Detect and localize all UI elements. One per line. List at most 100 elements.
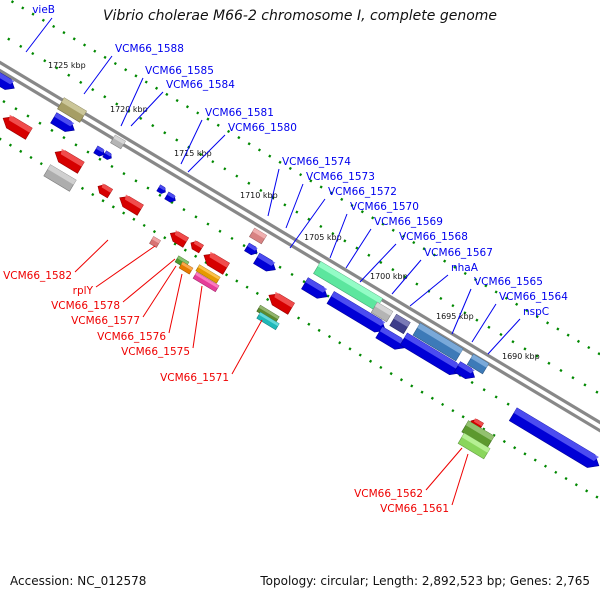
tick-mark: [415, 282, 419, 286]
map-title: Vibrio cholerae M66-2 chromosome I, comp…: [102, 8, 498, 24]
tick-mark: [19, 149, 23, 153]
feature-VCM66_1570-highlight: [305, 277, 328, 293]
tick-mark: [255, 291, 259, 295]
tick-mark: [14, 107, 18, 111]
leader-line: [289, 198, 326, 249]
tick-mark: [574, 483, 578, 487]
tick-mark: [295, 210, 299, 214]
tick-mark: [473, 277, 478, 282]
tick-mark: [52, 24, 56, 29]
tick-mark: [103, 95, 107, 99]
feature-VCM66_1575-highlight: [195, 272, 219, 289]
feature-VCM66_1582-highlight: [152, 236, 161, 244]
leader-line: [487, 318, 521, 355]
feature-VCM66_1576: [195, 264, 221, 284]
tick-mark: [8, 143, 13, 147]
feature-nhaA: [375, 326, 406, 350]
leader-line: [168, 273, 183, 334]
feature-nspC: [453, 361, 475, 380]
gene-label: VCM66_1576: [97, 331, 166, 343]
tick-mark: [533, 458, 537, 462]
tick-mark: [211, 160, 215, 164]
tick-mark: [2, 99, 6, 104]
gene-label: VCM66_1575: [121, 346, 190, 358]
feature-VCM66_1573: [244, 242, 258, 256]
leader-line: [471, 303, 497, 343]
feature-VCM66_1561: [457, 432, 491, 460]
feature-layer: [0, 72, 600, 468]
tick-mark: [247, 142, 251, 146]
tick-mark: [124, 68, 128, 72]
tick-mark: [111, 205, 115, 209]
accession-text: Accession: NC_012578: [10, 574, 147, 588]
tick-mark: [91, 87, 95, 92]
tick-mark: [7, 37, 11, 41]
tick-mark: [62, 31, 66, 35]
tick-mark: [134, 74, 138, 78]
gene-label: VCM66_1577: [71, 315, 140, 327]
tick-mark: [257, 148, 262, 152]
tick-mark: [453, 265, 457, 269]
feature-VCM66_1584b-highlight: [104, 150, 112, 157]
tick-mark: [340, 197, 344, 201]
tick-mark: [439, 296, 443, 301]
tick-mark: [80, 186, 85, 190]
tick-mark: [410, 384, 414, 388]
tick-mark: [494, 290, 498, 294]
tick-mark: [564, 476, 568, 481]
tick-mark: [545, 321, 550, 325]
tick-mark: [74, 143, 78, 147]
tick-mark: [113, 61, 117, 66]
leader-line: [122, 258, 176, 303]
tick-mark: [43, 59, 47, 63]
feature-VCM66_1582: [149, 236, 161, 248]
tick-mark: [583, 383, 587, 387]
leader-line: [180, 119, 203, 165]
tick-mark: [278, 160, 282, 164]
tick-mark: [103, 55, 107, 59]
feature-VCM66_1584a-highlight: [96, 146, 105, 153]
feature-blue-1564b: [399, 332, 461, 376]
tick-mark: [31, 12, 35, 16]
tick-mark: [511, 340, 515, 344]
leader-line: [451, 453, 469, 506]
tick-mark: [134, 179, 138, 183]
tick-mark: [441, 402, 445, 407]
tick-mark: [543, 464, 548, 468]
tick-mark: [91, 192, 95, 197]
tick-mark: [196, 111, 200, 115]
feature-VCM66_1568-highlight: [374, 302, 393, 316]
leader-line: [192, 285, 203, 349]
gene-label: VCM66_1578: [51, 300, 120, 312]
tick-mark: [461, 415, 465, 419]
tick-mark: [302, 280, 306, 284]
feature-VCM66_1580-highlight: [167, 192, 176, 199]
feature-VCM66_1571b: [256, 311, 280, 331]
tick-mark: [26, 114, 30, 118]
tick-mark: [576, 339, 581, 343]
tick-mark: [331, 232, 335, 236]
feature-red-left-highlight: [8, 114, 33, 133]
tick-mark: [199, 152, 203, 157]
feature-rplY-highlight: [174, 230, 189, 242]
feature-rplY: [169, 230, 190, 248]
leader-line: [425, 447, 463, 491]
feature-VCM66_1579: [190, 240, 204, 254]
tick-mark: [463, 311, 467, 315]
tick-mark: [595, 495, 599, 499]
tick-mark: [492, 433, 496, 437]
tick-mark: [146, 186, 150, 190]
gene-label: VCM66_1568: [399, 231, 468, 243]
leader-line: [409, 274, 449, 307]
feature-VCM66_1569-highlight: [331, 291, 386, 326]
tick-mark: [338, 341, 342, 345]
feature-red-1583b-highlight: [125, 194, 144, 210]
feature-VCM66_1585-highlight: [113, 135, 126, 145]
tick-mark: [230, 236, 234, 241]
gene-label: VCM66_1580: [228, 122, 297, 134]
tick-mark: [547, 361, 551, 365]
tick-mark: [502, 439, 506, 444]
tick-mark: [494, 395, 498, 399]
label-leaders: [25, 17, 521, 506]
